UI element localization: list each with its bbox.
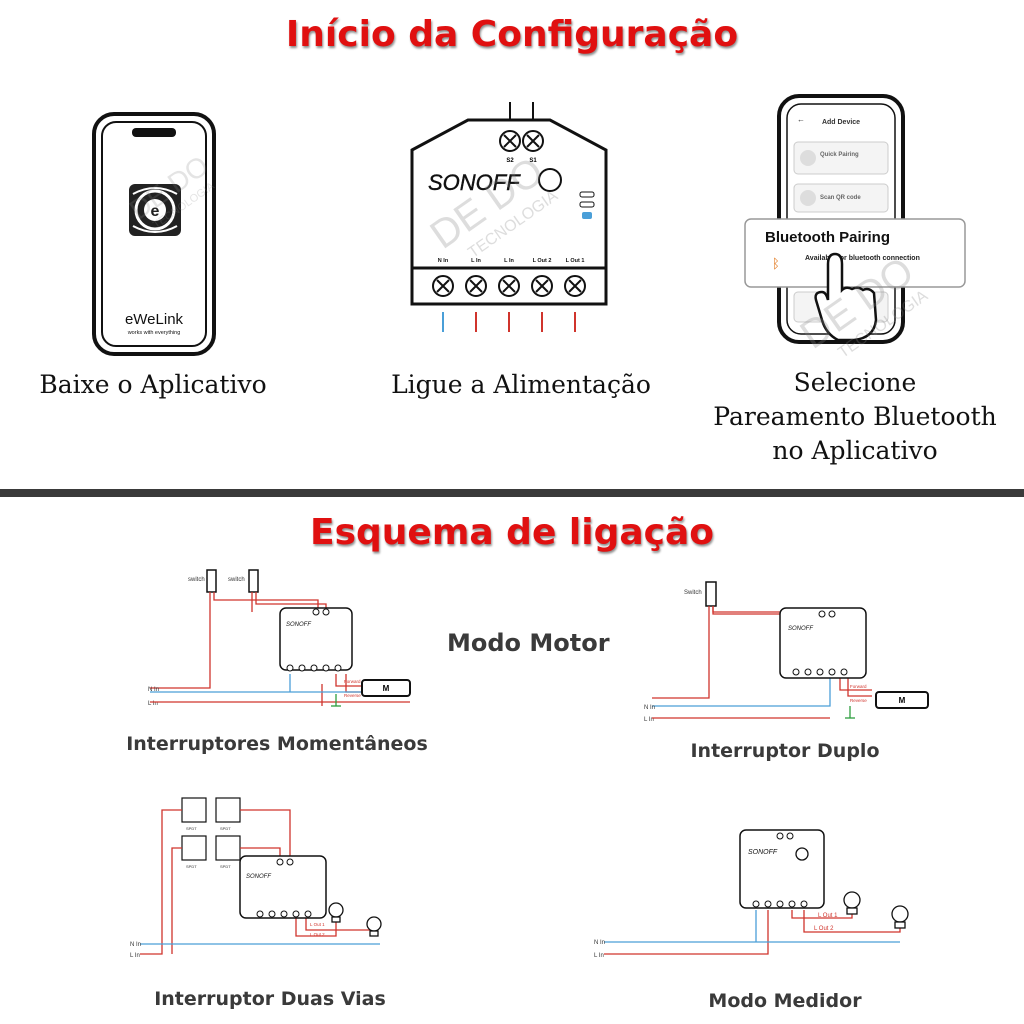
diagram-label-meter: Modo Medidor: [708, 990, 862, 1012]
wiring-diagram-two-way: SPDT SPDT SPDT SPDT SONOFF N In L In L O…: [130, 797, 382, 959]
svg-text:SONOFF: SONOFF: [748, 849, 778, 856]
svg-text:N In: N In: [644, 705, 655, 711]
svg-text:L Out 1: L Out 1: [310, 922, 325, 927]
svg-text:Switch: Switch: [684, 590, 702, 596]
svg-text:L In: L In: [504, 258, 514, 264]
svg-text:SPDT: SPDT: [186, 826, 197, 831]
svg-text:SONOFF: SONOFF: [788, 626, 813, 632]
svg-text:Forward: Forward: [850, 684, 867, 689]
svg-text:L In: L In: [594, 953, 604, 959]
ground-icon: [845, 706, 855, 719]
bulb-icon: [366, 916, 382, 937]
svg-text:Forward: Forward: [344, 679, 361, 684]
page-title: Início da Configuração: [285, 14, 739, 55]
svg-text:N In: N In: [438, 258, 449, 264]
svg-text:Reverse: Reverse: [344, 693, 361, 698]
watermark-logo: DE DO TECNOLOGIA: [124, 150, 218, 231]
step-1-caption: Baixe o Aplicativo: [39, 370, 267, 399]
svg-text:N In: N In: [130, 942, 141, 948]
svg-text:M: M: [899, 696, 906, 705]
step-2-caption: Ligue a Alimentação: [391, 370, 651, 399]
svg-text:Scan QR code: Scan QR code: [820, 195, 861, 201]
terminal-top-s2-icon: [499, 130, 521, 152]
step-3-caption: Selecione Pareamento Bluetooth no Aplica…: [713, 368, 997, 465]
svg-text:L Out 2: L Out 2: [814, 926, 834, 932]
svg-text:L In: L In: [130, 953, 140, 959]
app-name: eWeLink: [125, 311, 184, 328]
svg-text:Add Device: Add Device: [822, 119, 860, 126]
svg-text:SONOFF: SONOFF: [286, 622, 311, 628]
svg-text:L Out 2: L Out 2: [533, 258, 552, 264]
svg-text:switch: switch: [228, 577, 245, 583]
phone-ewelink-illustration: e eWeLink works with everything: [92, 112, 216, 356]
svg-text:SONOFF: SONOFF: [246, 874, 271, 880]
svg-text:L In: L In: [471, 258, 481, 264]
svg-text:SPDT: SPDT: [220, 826, 231, 831]
svg-text:Bluetooth Pairing: Bluetooth Pairing: [765, 229, 890, 246]
hand-pointer-icon: [814, 252, 878, 342]
section-title: Esquema de ligação: [310, 512, 714, 553]
svg-text:←: ←: [797, 115, 805, 124]
svg-text:e: e: [151, 203, 160, 220]
bulb-icon: [891, 905, 909, 929]
diagram-label-double: Interruptor Duplo: [690, 740, 880, 762]
phone-bluetooth-illustration: ← Add Device Quick Pairing Scan QR code …: [744, 94, 966, 344]
diagram-label-momentary: Interruptores Momentâneos: [126, 733, 428, 755]
bluetooth-pairing-popup: Bluetooth Pairing ᛒ Available for blueto…: [744, 218, 966, 288]
diagram-label-two-way: Interruptor Duas Vias: [154, 988, 386, 1010]
svg-text:SPDT: SPDT: [186, 864, 197, 869]
svg-text:M: M: [383, 684, 390, 693]
svg-text:switch: switch: [188, 577, 205, 583]
svg-text:Reverse: Reverse: [850, 698, 867, 703]
sonoff-device-illustration: S2 S1 SONOFF N In L In L In L Out 2 L Ou…: [410, 102, 608, 332]
watermark-logo: DE DO TECNOLOGIA: [423, 150, 562, 262]
bulb-icon: [843, 891, 861, 915]
svg-text:L Out 1: L Out 1: [566, 258, 585, 264]
svg-text:N In: N In: [148, 687, 159, 693]
svg-text:Available for bluetooth connec: Available for bluetooth connection: [805, 255, 920, 262]
bluetooth-icon: ᛒ: [772, 256, 780, 271]
svg-text:N In: N In: [594, 940, 605, 946]
wiring-diagram-meter: SONOFF N In L In L Out 1 L Out 2: [594, 829, 909, 959]
svg-text:L Out 1: L Out 1: [818, 913, 838, 919]
terminal-top-s1-icon: [522, 130, 544, 152]
svg-text:S1: S1: [529, 158, 537, 164]
svg-text:S2: S2: [506, 158, 514, 164]
section-divider: [0, 489, 1024, 497]
wiring-diagram-momentary: switch switch SONOFF N In L In Forward R…: [148, 569, 411, 707]
svg-text:Quick Pairing: Quick Pairing: [820, 152, 859, 158]
watermark-logo: DE DO TECNOLOGIA: [793, 250, 932, 362]
svg-text:L Out 2: L Out 2: [310, 932, 325, 937]
ground-icon: [331, 694, 341, 707]
ewelink-logo-icon: e: [129, 184, 181, 236]
svg-text:L In: L In: [644, 717, 654, 723]
svg-text:L In: L In: [148, 701, 158, 707]
motor-mode-label: Modo Motor: [447, 629, 610, 657]
svg-text:SPDT: SPDT: [220, 864, 231, 869]
bulb-icon: [328, 902, 344, 923]
app-tagline: works with everything: [127, 330, 181, 336]
wiring-diagram-double: Switch SONOFF N In L In Forward Reverse …: [644, 581, 929, 723]
brand-logo: SONOFF: [428, 170, 521, 195]
